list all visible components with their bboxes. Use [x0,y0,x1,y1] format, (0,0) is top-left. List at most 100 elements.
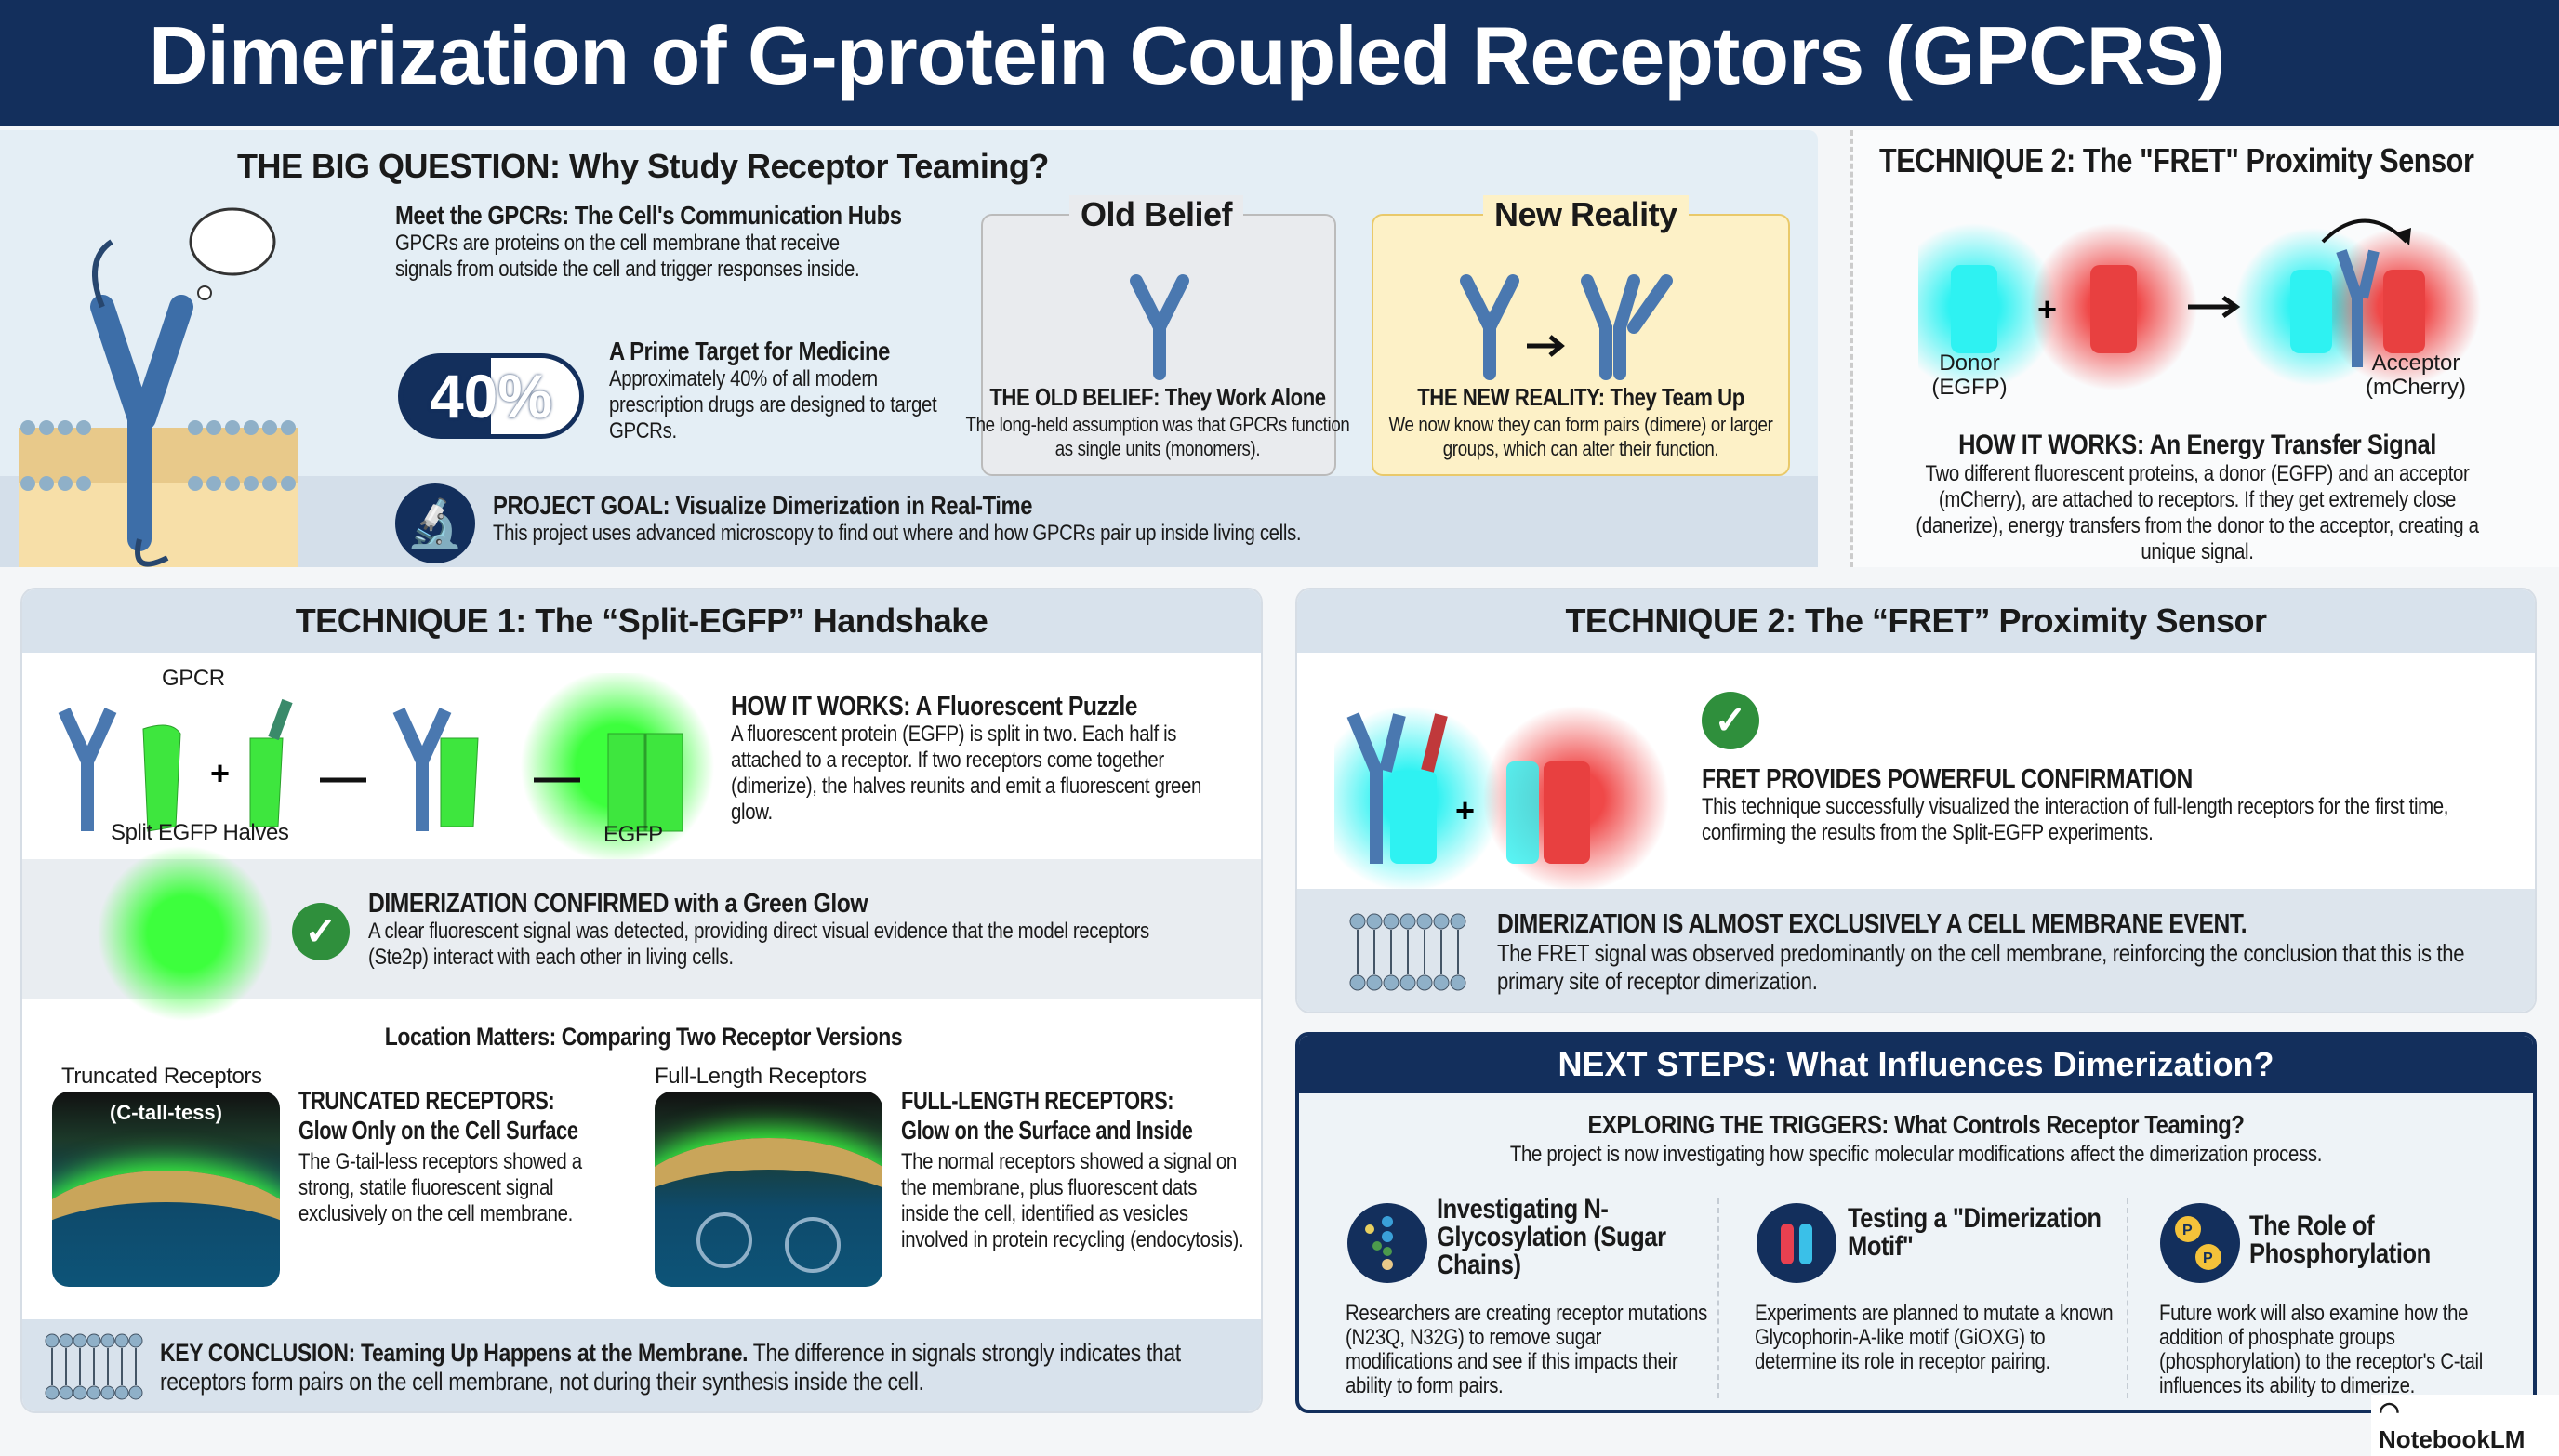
full-length-cell-image [655,1092,882,1287]
project-goal-heading: PROJECT GOAL: Visualize Dimerization in … [493,491,1033,520]
fret-how-text: Two different fluorescent proteins, a do… [1916,461,2479,564]
membrane-arc [52,1171,280,1287]
truncated-title: TRUNCATED RECEPTORS: [298,1086,555,1115]
project-goal-text: This project uses advanced microscopy to… [493,521,1302,546]
stat-badge: 40% [398,353,584,439]
vesicle [696,1212,752,1268]
microscope-icon: 🔬 [395,483,475,563]
fret-pair-illustration: + [1334,706,1669,892]
fret-summary-panel: TECHNIQUE 2: The "FRET" Proximity Sensor… [1850,130,2559,567]
key-conclusion-strip [22,1319,1261,1411]
donor-protein: (EGFP) [1931,375,2008,400]
membrane-event-text: The FRET signal was observed predominant… [1497,939,2465,995]
truncated-label: Truncated Receptors [61,1064,262,1089]
triggers-heading: EXPLORING THE TRIGGERS: What Controls Re… [1587,1110,2245,1139]
svg-text:P: P [2182,1223,2193,1238]
old-belief-tab: Old Belief [1069,195,1244,234]
technique1-how-heading: HOW IT WORKS: A Fluorescent Puzzle [731,692,1138,721]
split-halves-label: Split EGFP Halves [111,820,289,845]
confirm-heading: DIMERIZATION CONFIRMED with a Green Glow [368,889,868,919]
triggers-text: The project is now investigating how spe… [1509,1142,2323,1167]
green-glow-dot [97,845,273,1022]
technique1-heading: TECHNIQUE 1: The “Split-EGFP” Handshake [22,589,1261,653]
plus-sign: + [210,754,230,792]
new-reality-tab: New Reality [1483,195,1689,234]
membrane-event-strip [1297,889,2535,1012]
fret-transfer-illustration: + [1918,218,2481,390]
technique2-panel: TECHNIQUE 2: The “FRET” Proximity Sensor… [1295,588,2537,1013]
key-conclusion-heading: KEY CONCLUSION: Teaming Up Happens at th… [160,1339,749,1367]
membrane-icon [45,1333,143,1400]
next-step-title: Investigating N-Glycosylation (Sugar Cha… [1437,1194,1666,1280]
membrane-arc [655,1138,882,1287]
prime-target-text: Approximately 40% of all modern prescrip… [609,366,937,443]
meet-gpcrs-text: GPCRs are proteins on the cell membrane … [395,231,860,282]
location-heading: Location Matters: Comparing Two Receptor… [384,1023,903,1051]
old-belief-text: The long-held assumption was that GPCRs … [965,413,1350,460]
old-belief-card [981,214,1336,476]
technique1-panel: TECHNIQUE 1: The “Split-EGFP” Handshake … [20,588,1263,1413]
check-icon: ✓ [1702,692,1759,749]
notebooklm-logo-icon: ◠ [2379,1396,2400,1424]
fret-how-heading: HOW IT WORKS: An Energy Transfer Signal [1958,430,2436,460]
next-step-text: Experiments are planned to mutate a know… [1755,1301,2114,1374]
next-steps-heading: NEXT STEPS: What Influences Dimerization… [1299,1036,2533,1093]
new-reality-text: We now know they can form pairs (dimere)… [1388,413,1773,460]
gpcr-label: GPCR [162,666,225,691]
egfp-label: EGFP [603,822,663,847]
truncated-tag: (C-tall-tess) [109,1101,222,1124]
acceptor-protein: (mCherry) [2366,375,2466,400]
plus-sign: + [1455,791,1475,829]
next-step-text: Future work will also examine how the ad… [2159,1301,2483,1398]
big-question-panel: THE BIG QUESTION: Why Study Receptor Tea… [0,130,1818,567]
sugar-chain-icon [1347,1203,1427,1283]
vesicle [785,1217,841,1273]
project-goal-strip [0,476,1818,567]
divider [2127,1198,2128,1398]
technique1-how-text: A fluorescent protein (EGFP) is split in… [731,721,1202,825]
plus-sign: + [2037,290,2057,328]
next-step-title: The Role of Phosphorylation [2249,1211,2431,1269]
split-egfp-illustration: + [58,698,683,832]
helix-pair-icon [1757,1203,1836,1283]
truncated-subtitle: Glow Only on the Cell Surface [298,1116,578,1145]
big-question-heading: THE BIG QUESTION: Why Study Receptor Tea… [237,147,1049,185]
divider [1717,1198,1719,1398]
acceptor-label: Acceptor(mCherry) [2355,351,2476,400]
fret-summary-heading: TECHNIQUE 2: The "FRET" Proximity Sensor [1879,141,2474,179]
technique2-heading: TECHNIQUE 2: The “FRET” Proximity Sensor [1297,589,2535,653]
meet-gpcrs-heading: Meet the GPCRs: The Cell's Communication… [395,201,902,230]
donor-name: Donor [1939,351,2000,376]
full-length-text: The normal receptors showed a signal on … [901,1149,1244,1252]
full-length-subtitle: Glow on the Surface and Inside [901,1116,1193,1145]
donor-label: Donor(EGFP) [1918,351,2021,400]
prime-target-heading: A Prime Target for Medicine [609,337,890,365]
next-step-text: Researchers are creating receptor mutati… [1346,1301,1708,1398]
membrane-icon [1349,913,1466,991]
truncated-heading: TRUNCATED RECEPTORS:Glow Only on the Cel… [298,1086,578,1145]
page-title: Dimerization of G-protein Coupled Recept… [0,0,2559,126]
full-length-title: FULL-LENGTH RECEPTORS: [901,1086,1174,1115]
truncated-text: The G-tail-less receptors showed a stron… [298,1149,582,1226]
monomer-receptor-icon [1130,274,1189,380]
key-conclusion: KEY CONCLUSION: Teaming Up Happens at th… [160,1339,1235,1396]
fret-confirm-text: This technique successfully visualized t… [1702,794,2449,845]
full-length-label: Full-Length Receptors [655,1064,867,1089]
membrane-event-heading: DIMERIZATION IS ALMOST EXCLUSIVELY A CEL… [1497,909,2247,939]
truncated-cell-image: (C-tall-tess) [52,1092,280,1287]
key-conclusion-text: The difference in signals strongly indic… [160,1339,1181,1396]
svg-text:P: P [2203,1251,2213,1266]
confirm-text: A clear fluorescent signal was detected,… [368,919,1149,970]
gpcr-membrane-illustration [19,207,298,567]
full-length-heading: FULL-LENGTH RECEPTORS:Glow on the Surfac… [901,1086,1193,1145]
next-step-title: Testing a "Dimerization Motif" [1848,1203,2102,1262]
watermark-text: NotebookLM [2379,1425,2526,1453]
acceptor-name: Acceptor [2371,351,2460,376]
check-icon: ✓ [292,903,350,960]
notebooklm-watermark: ◠ NotebookLM [2371,1395,2559,1456]
dimer-receptor-icon [1460,274,1673,380]
old-belief-heading: THE OLD BELIEF: They Work Alone [989,383,1326,411]
next-steps-panel: NEXT STEPS: What Influences Dimerization… [1295,1032,2537,1413]
fret-confirm-heading: FRET PROVIDES POWERFUL CONFIRMATION [1702,764,2193,794]
